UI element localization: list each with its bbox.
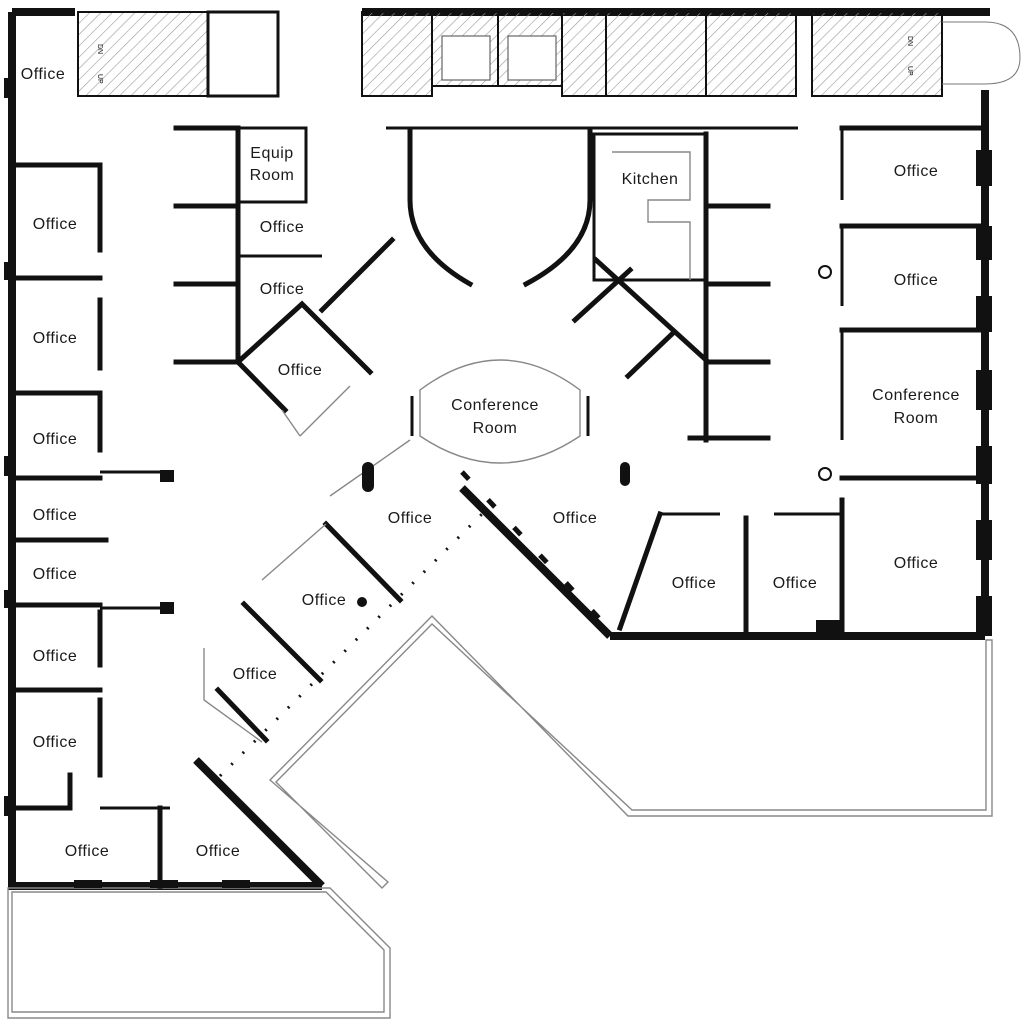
room-labels: Office Office Office Office Office Offic… (21, 66, 960, 860)
room-label-conference-right-2: Room (894, 410, 939, 427)
room-label-equip-room-2: Room (250, 167, 295, 184)
room-label-kitchen: Kitchen (622, 171, 679, 188)
room-label-office-bottom-left: Office (65, 843, 110, 860)
room-label-office-core-diag: Office (278, 362, 323, 379)
stair-right: DN UP (906, 36, 913, 76)
room-label-office-left-1: Office (33, 216, 78, 233)
interior-walls (9, 125, 988, 889)
room-label-office-left-3: Office (33, 431, 78, 448)
room-label-conference-center-2: Room (473, 420, 518, 437)
room-label-office-left-2: Office (33, 330, 78, 347)
room-label-office-se-3: Office (894, 555, 939, 572)
room-label-office-right-1: Office (894, 163, 939, 180)
room-label-office-wing-3: Office (233, 666, 278, 683)
stair-left-down-label: DN (96, 44, 103, 54)
room-label-office-se-2: Office (773, 575, 818, 592)
room-label-office-core-2: Office (260, 281, 305, 298)
room-label-office-wing-4: Office (553, 510, 598, 527)
room-label-office-left-6: Office (33, 648, 78, 665)
stair-left-up-label: UP (96, 74, 103, 84)
room-label-office-core-1: Office (260, 219, 305, 236)
room-label-office-left-7: Office (33, 734, 78, 751)
room-label-office-se-1: Office (672, 575, 717, 592)
room-label-office-top-left: Office (21, 66, 66, 83)
service-core (77, 10, 1021, 98)
room-label-conference-right-1: Conference (872, 387, 960, 404)
room-label-conference-center-1: Conference (451, 397, 539, 414)
stair-right-down-label: DN (906, 36, 913, 46)
room-label-office-left-4: Office (33, 507, 78, 524)
room-label-office-right-2: Office (894, 272, 939, 289)
stair-left: DN UP (96, 44, 103, 84)
stair-right-up-label: UP (906, 66, 913, 76)
room-label-office-wing-1: Office (388, 510, 433, 527)
room-label-office-left-5: Office (33, 566, 78, 583)
column-markers (357, 265, 832, 607)
window-mullions (4, 78, 992, 888)
terrace-outlines (7, 615, 993, 1019)
room-label-office-wing-2: Office (302, 592, 347, 609)
room-label-equip-room-1: Equip (250, 145, 293, 162)
room-label-office-bottom-mid: Office (196, 843, 241, 860)
